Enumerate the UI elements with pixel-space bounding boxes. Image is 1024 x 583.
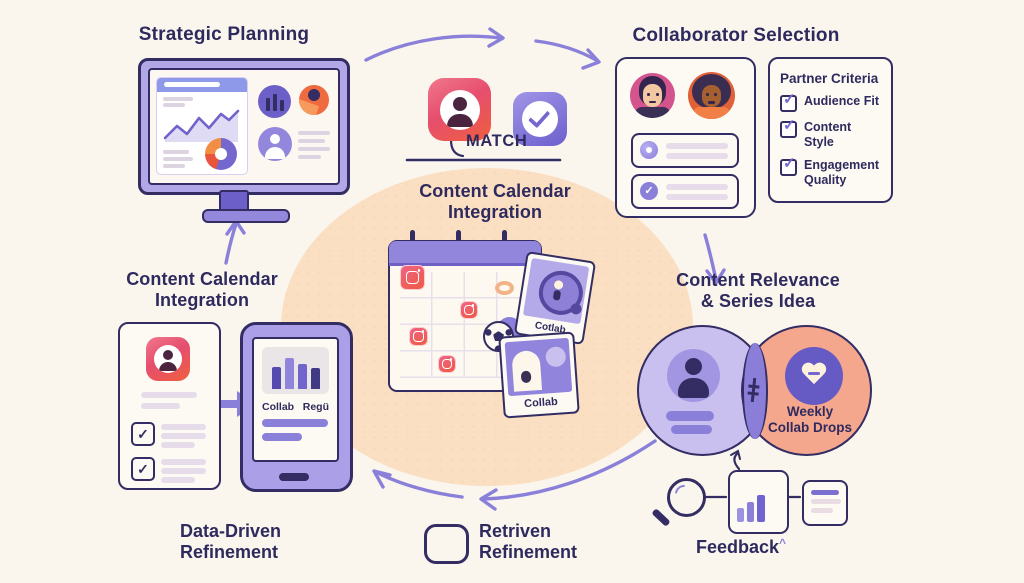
- magnifying-glass-icon: [667, 478, 706, 517]
- donut-chart: [205, 138, 237, 170]
- phone-home-button: [279, 473, 309, 481]
- checkbox-icon: ✓: [131, 422, 155, 446]
- phone-tabs: Collab Regü: [262, 401, 329, 413]
- up-arrow-to-monitor: [224, 222, 238, 265]
- monitor-illustration: [138, 58, 350, 195]
- instagram-sticker-icon: [401, 266, 424, 289]
- feedback-title: Feedback^: [696, 536, 787, 557]
- placeholder-line: [298, 155, 321, 159]
- placeholder-line: [163, 157, 193, 161]
- criteria-item-content-style: ✓ Content Style: [780, 117, 883, 150]
- phone-bar-chart: [262, 347, 329, 394]
- magnifying-glass-handle: [651, 508, 671, 527]
- placeholder-line: [163, 103, 185, 107]
- checkbox-icon: ✓: [780, 155, 797, 176]
- placeholder-line: [671, 425, 712, 434]
- arc-arrow-top-right: [534, 39, 598, 62]
- profile-row: [631, 133, 739, 168]
- content-relevance-title: Content Relevance & Series Idea: [676, 270, 840, 311]
- weekly-collab-drops-label: Weekly Collab Drops: [767, 404, 852, 435]
- oval-sticker-icon: [495, 281, 514, 295]
- criteria-item-engagement-quality: ✓ Engagement Quality: [780, 155, 883, 188]
- caret-icon: ^: [779, 536, 787, 550]
- placeholder-line: [298, 131, 330, 135]
- line-chart: [163, 109, 240, 142]
- polaroid-caption: Collab: [523, 395, 559, 411]
- profile-row: ✓: [631, 174, 739, 209]
- content-calendar-left-title: Content Calendar Integration: [126, 269, 278, 310]
- dashboard-card: [156, 77, 248, 175]
- placeholder-line: [298, 139, 325, 143]
- dot-badge-icon: [640, 141, 658, 159]
- placeholder-line: [666, 411, 714, 421]
- polaroid-card-2: Collab: [498, 331, 580, 419]
- checkmark-icon: [528, 105, 551, 129]
- analytics-doc-icon: [728, 470, 789, 534]
- placeholder-line: [298, 147, 330, 151]
- bar: [757, 495, 765, 522]
- strategic-planning-title: Strategic Planning: [138, 24, 310, 45]
- avatar-circle-purple: [258, 127, 292, 161]
- dashboard-card-header: [157, 78, 247, 92]
- monitor-stand-base: [202, 209, 290, 223]
- instagram-sticker-icon: [461, 302, 477, 318]
- placeholder-line: [163, 97, 193, 101]
- arc-arrow-top-left: [364, 34, 502, 62]
- check-app-icon: [513, 92, 567, 146]
- polaroid-photo: [504, 337, 573, 397]
- monitor-screen: [148, 68, 340, 185]
- match-connector-line: [449, 138, 465, 158]
- placeholder-line: [163, 150, 189, 154]
- notes-card-icon: [802, 480, 848, 526]
- collaborator-profiles-card: ✓: [615, 57, 756, 218]
- collaborator-selection-title: Collaborator Selection: [632, 25, 840, 46]
- avatar-woman: [688, 72, 735, 119]
- bar-chart-circle: [258, 85, 291, 118]
- instagram-profile-app-icon: [428, 78, 491, 141]
- doc-corner-flip-line: [733, 451, 741, 471]
- bar: [737, 508, 744, 522]
- trend-chart-icon: [424, 524, 469, 564]
- checkbox-icon: ✓: [131, 457, 155, 481]
- calendar-header: [389, 241, 541, 266]
- partner-criteria-card: Partner Criteria ✓ Audience Fit ✓ Conten…: [768, 57, 893, 203]
- data-driven-refinement-title: Data-Driven Refinement: [180, 521, 282, 562]
- heart-badge-icon: [785, 347, 843, 405]
- checkbox-icon: ✓: [780, 117, 797, 138]
- instagram-sticker-icon: [410, 328, 427, 345]
- phone-screen: Collab Regü: [252, 337, 339, 462]
- tab-regu: Regü: [302, 401, 329, 413]
- avatar-man: [630, 73, 675, 118]
- criteria-item-audience-fit: ✓ Audience Fit: [780, 91, 883, 112]
- tab-collab: Collab: [262, 401, 295, 413]
- bar: [747, 502, 754, 522]
- audience-avatar-icon: [667, 349, 720, 402]
- profile-checklist-card: ✓ ✓: [118, 322, 221, 490]
- placeholder-line: [262, 433, 302, 441]
- polaroid-card-1: Cotlab: [513, 251, 597, 345]
- phone-illustration: Collab Regü: [240, 322, 353, 492]
- partner-criteria-title: Partner Criteria: [780, 71, 879, 86]
- checkbox-icon: ✓: [780, 91, 797, 112]
- match-label: MATCH: [466, 132, 528, 150]
- retriven-refinement-title: Retriven Refinement: [479, 521, 578, 562]
- check-badge-icon: ✓: [640, 182, 658, 200]
- content-calendar-center-title: Content Calendar Integration: [419, 181, 571, 222]
- polaroid-photo: [522, 257, 590, 325]
- placeholder-line: [262, 419, 328, 427]
- instagram-profile-icon: [146, 337, 190, 381]
- instagram-sticker-icon: [439, 356, 455, 372]
- avatar-circle-orange: [299, 85, 329, 115]
- placeholder-line: [163, 164, 185, 168]
